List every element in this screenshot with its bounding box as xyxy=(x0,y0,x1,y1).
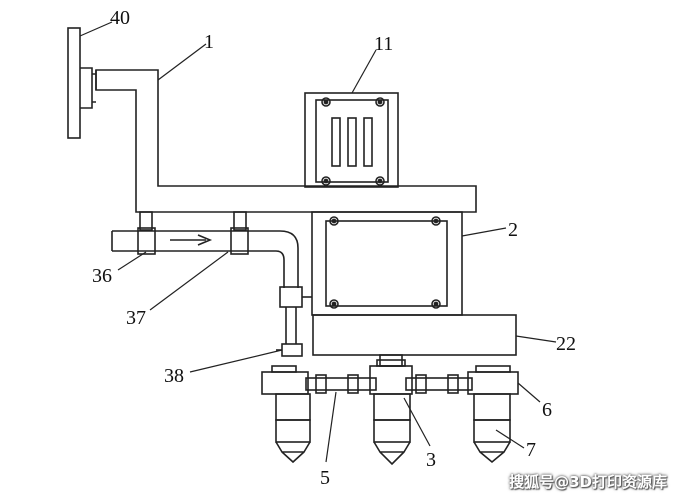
pipe-valve xyxy=(137,227,156,255)
label-36: 36 xyxy=(92,265,112,287)
pipe-valve xyxy=(230,227,249,255)
vent-slot xyxy=(347,117,357,167)
connection-rod xyxy=(405,377,473,391)
nozzle-left xyxy=(261,365,311,464)
pipe-hanger xyxy=(139,211,153,231)
screw xyxy=(375,97,385,107)
label-22: 22 xyxy=(556,333,576,355)
connection-rod xyxy=(305,377,377,391)
watermark: 搜狐号@3D打印资源库 xyxy=(509,473,667,491)
rod-clamp xyxy=(447,374,459,394)
label-38: 38 xyxy=(164,365,184,387)
vertical-pipe-valve xyxy=(279,286,303,308)
support-arm xyxy=(95,69,477,213)
label-5: 5 xyxy=(320,467,330,489)
label-2: 2 xyxy=(508,219,518,241)
rod-clamp xyxy=(415,374,427,394)
screw xyxy=(321,97,331,107)
screw xyxy=(431,216,441,226)
controller-inner-panel xyxy=(315,99,389,183)
housing-inner-panel xyxy=(325,220,448,307)
nozzle-connector xyxy=(281,343,303,357)
label-7: 7 xyxy=(526,439,536,461)
label-1: 1 xyxy=(204,31,214,53)
label-3: 3 xyxy=(426,449,436,471)
controller-box xyxy=(304,92,399,188)
label-11: 11 xyxy=(374,33,393,55)
nozzle-right xyxy=(467,365,519,464)
screw xyxy=(431,299,441,309)
vent-slot xyxy=(331,117,341,167)
vent-slot xyxy=(363,117,373,167)
pipe xyxy=(112,230,299,288)
label-40: 40 xyxy=(110,7,130,29)
mounting-plate xyxy=(67,27,81,139)
screw xyxy=(375,176,385,186)
mounting-bracket xyxy=(80,67,96,109)
pipe-hanger xyxy=(233,211,247,231)
rod-clamp xyxy=(347,374,359,394)
reference-labels: 40 1 11 2 22 36 37 38 6 7 5 3 xyxy=(92,7,576,489)
label-6: 6 xyxy=(542,399,552,421)
screw xyxy=(329,299,339,309)
rod-clamp xyxy=(315,374,327,394)
screw xyxy=(321,176,331,186)
nozzle-center xyxy=(369,359,413,466)
base-plate xyxy=(312,314,517,356)
leader-lines xyxy=(79,21,557,463)
screw xyxy=(329,216,339,226)
label-37: 37 xyxy=(126,307,146,329)
